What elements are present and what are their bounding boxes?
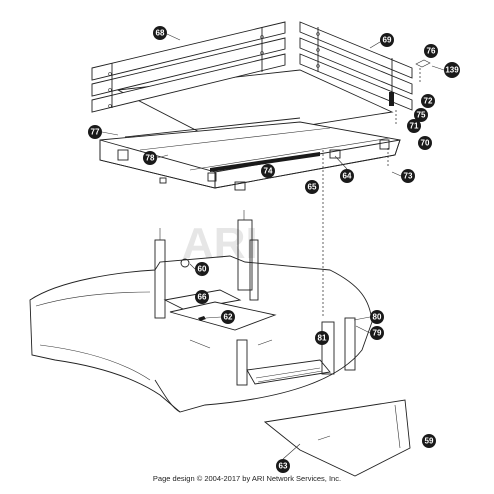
watermark-text: ARI (182, 219, 258, 268)
svg-text:64: 64 (343, 172, 352, 181)
svg-text:72: 72 (424, 97, 433, 106)
assembly-lines (322, 68, 421, 318)
svg-text:59: 59 (425, 437, 434, 446)
callout-69[interactable]: 69 (380, 33, 394, 47)
callout-72[interactable]: 72 (421, 94, 435, 108)
svg-text:69: 69 (383, 36, 392, 45)
leader-lines (101, 33, 445, 460)
callout-70[interactable]: 70 (418, 136, 432, 150)
svg-text:78: 78 (146, 154, 155, 163)
callout-59[interactable]: 59 (422, 434, 436, 448)
svg-text:139: 139 (445, 66, 459, 75)
svg-text:79: 79 (373, 329, 382, 338)
svg-text:60: 60 (198, 265, 207, 274)
callout-80[interactable]: 80 (370, 310, 384, 324)
callout-77[interactable]: 77 (88, 125, 102, 139)
callout-66[interactable]: 66 (195, 290, 209, 304)
svg-text:63: 63 (279, 462, 288, 471)
right-side-slats (299, 21, 431, 111)
callout-63[interactable]: 63 (276, 459, 290, 473)
svg-text:70: 70 (421, 139, 430, 148)
svg-text:71: 71 (410, 122, 419, 131)
svg-text:73: 73 (404, 172, 413, 181)
lower-panel (263, 399, 411, 477)
svg-text:77: 77 (91, 128, 100, 137)
left-side-slats (91, 21, 286, 113)
svg-text:66: 66 (198, 293, 207, 302)
svg-text:81: 81 (318, 334, 327, 343)
callout-60[interactable]: 60 (195, 262, 209, 276)
callout-76[interactable]: 76 (424, 44, 438, 58)
svg-text:74: 74 (264, 167, 273, 176)
footer-copyright: Page design © 2004-2017 by ARI Network S… (152, 474, 342, 483)
svg-text:65: 65 (308, 183, 317, 192)
callout-62[interactable]: 62 (221, 310, 235, 324)
callout-64[interactable]: 64 (340, 169, 354, 183)
callout-68[interactable]: 68 (153, 26, 167, 40)
svg-text:75: 75 (417, 111, 426, 120)
svg-text:62: 62 (224, 313, 233, 322)
callout-78[interactable]: 78 (143, 151, 157, 165)
callout-81[interactable]: 81 (315, 331, 329, 345)
callout-73[interactable]: 73 (401, 169, 415, 183)
svg-text:80: 80 (373, 313, 382, 322)
callout-71[interactable]: 71 (407, 119, 421, 133)
svg-text:76: 76 (427, 47, 436, 56)
svg-text:68: 68 (156, 29, 165, 38)
callout-139[interactable]: 139 (444, 62, 460, 78)
callout-79[interactable]: 79 (370, 326, 384, 340)
callout-74[interactable]: 74 (261, 164, 275, 178)
callout-65[interactable]: 65 (305, 180, 319, 194)
callout-75[interactable]: 75 (414, 108, 428, 122)
